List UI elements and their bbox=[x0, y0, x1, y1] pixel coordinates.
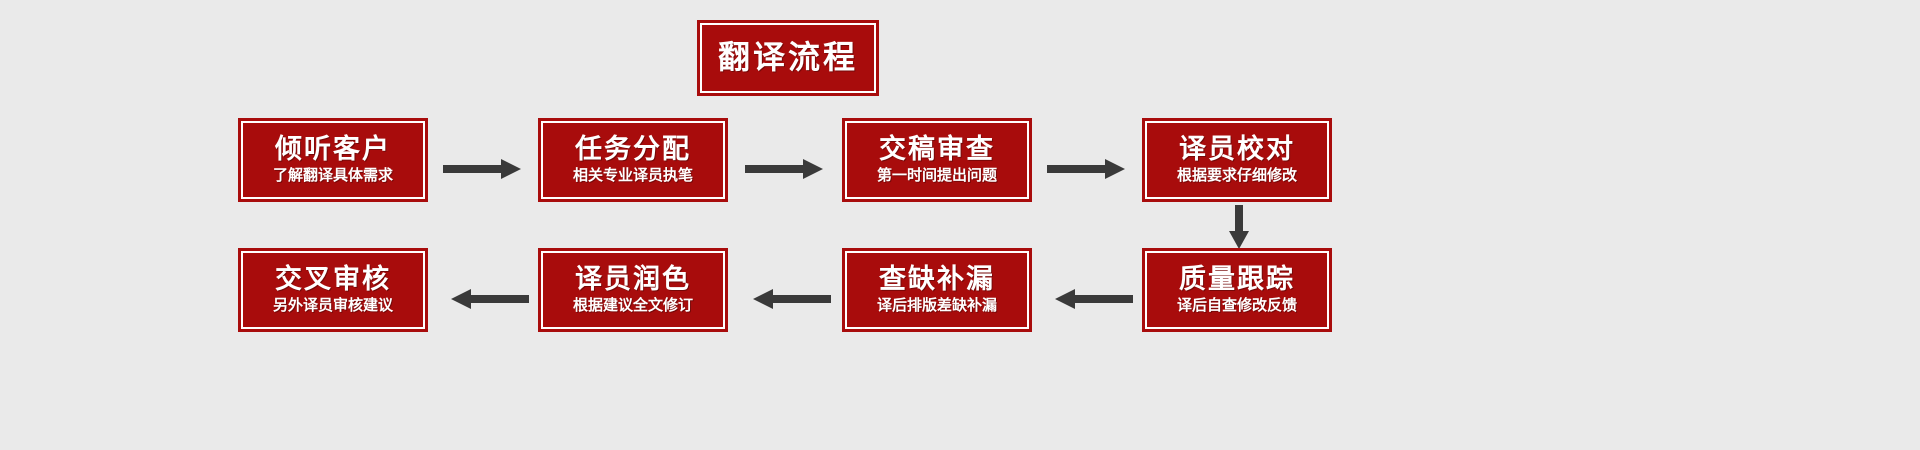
step-subtitle-5: 译后自查修改反馈 bbox=[1176, 295, 1297, 314]
step-box-1[interactable]: 倾听客户 了解翻译具体需求 bbox=[238, 118, 428, 202]
step-box-2[interactable]: 任务分配 相关专业译员执笔 bbox=[538, 118, 728, 202]
step-title-5: 质量跟踪 bbox=[1179, 264, 1295, 296]
step-title-4: 译员校对 bbox=[1179, 134, 1295, 166]
arrow-shaft bbox=[771, 295, 831, 303]
step-title-2: 任务分配 bbox=[575, 134, 691, 166]
arrow-down-icon bbox=[1227, 205, 1251, 249]
step-subtitle-6: 译后排版差缺补漏 bbox=[876, 295, 997, 314]
arrow-head bbox=[753, 289, 773, 309]
step-title-3: 交稿审查 bbox=[879, 134, 995, 166]
step-box-7[interactable]: 译员润色 根据建议全文修订 bbox=[538, 248, 728, 332]
step-subtitle-8: 另外译员审核建议 bbox=[272, 295, 393, 314]
step-box-6[interactable]: 查缺补漏 译后排版差缺补漏 bbox=[842, 248, 1032, 332]
arrow-shaft bbox=[1235, 205, 1243, 233]
step-title-8: 交叉审核 bbox=[275, 264, 391, 296]
arrow-shaft bbox=[745, 165, 805, 173]
arrow-head bbox=[1055, 289, 1075, 309]
step-subtitle-7: 根据建议全文修订 bbox=[572, 295, 693, 314]
step-subtitle-4: 根据要求仔细修改 bbox=[1176, 165, 1297, 184]
arrow-shaft bbox=[469, 295, 529, 303]
step-box-5[interactable]: 质量跟踪 译后自查修改反馈 bbox=[1142, 248, 1332, 332]
flowchart-title-text: 翻译流程 bbox=[717, 38, 858, 77]
step-subtitle-2: 相关专业译员执笔 bbox=[572, 165, 693, 184]
step-title-7: 译员润色 bbox=[575, 264, 691, 296]
arrow-head bbox=[1229, 231, 1249, 249]
step-box-4[interactable]: 译员校对 根据要求仔细修改 bbox=[1142, 118, 1332, 202]
arrow-left-icon-2 bbox=[745, 287, 831, 311]
arrow-shaft bbox=[1047, 165, 1107, 173]
arrow-head bbox=[803, 159, 823, 179]
arrow-right-icon-2 bbox=[745, 157, 831, 181]
arrow-right-icon-3 bbox=[1047, 157, 1133, 181]
arrow-shaft bbox=[443, 165, 503, 173]
arrow-shaft bbox=[1073, 295, 1133, 303]
step-title-6: 查缺补漏 bbox=[879, 264, 995, 296]
step-subtitle-1: 了解翻译具体需求 bbox=[272, 165, 393, 184]
arrow-head bbox=[501, 159, 521, 179]
step-box-3[interactable]: 交稿审查 第一时间提出问题 bbox=[842, 118, 1032, 202]
arrow-right-icon-1 bbox=[443, 157, 529, 181]
arrow-left-icon-3 bbox=[1047, 287, 1133, 311]
flowchart-title-box: 翻译流程 bbox=[697, 20, 879, 96]
step-box-8[interactable]: 交叉审核 另外译员审核建议 bbox=[238, 248, 428, 332]
arrow-head bbox=[451, 289, 471, 309]
arrow-left-icon-1 bbox=[443, 287, 529, 311]
step-title-1: 倾听客户 bbox=[275, 134, 391, 166]
step-subtitle-3: 第一时间提出问题 bbox=[876, 165, 997, 184]
arrow-head bbox=[1105, 159, 1125, 179]
